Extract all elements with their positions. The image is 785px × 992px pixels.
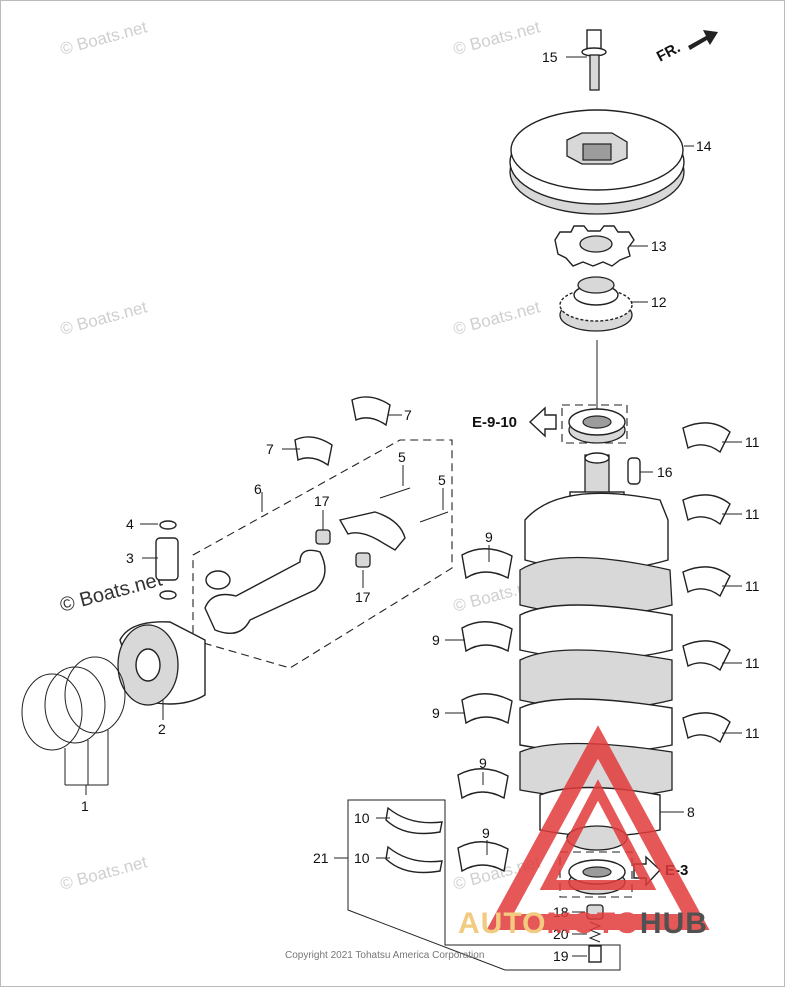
part-2-piston <box>117 621 206 706</box>
front-direction-indicator: FR. <box>654 30 718 66</box>
parts-9-bearings <box>457 548 513 873</box>
callout-9: 9 <box>432 705 440 721</box>
watermark: © Boats.net <box>58 17 149 58</box>
callout-11: 11 <box>745 506 760 522</box>
callout-7: 7 <box>266 441 274 457</box>
parts-3-4-piston-pin <box>155 520 179 600</box>
callout-9: 9 <box>432 632 440 648</box>
watermark-dark: © Boats.net <box>58 568 165 616</box>
callout-12: 12 <box>651 294 667 310</box>
reference-arrow-icon <box>528 406 557 438</box>
watermark: © Boats.net <box>451 297 542 338</box>
part-14-pulley <box>509 109 685 215</box>
callout-15: 15 <box>542 49 558 65</box>
arrow-icon <box>688 30 718 50</box>
part-6-connecting-rod-group <box>192 439 453 669</box>
callout-11: 11 <box>745 578 760 594</box>
parts-1-piston-rings <box>21 656 126 795</box>
callout-21: 21 <box>313 850 329 866</box>
callout-2: 2 <box>158 721 166 737</box>
callout-10: 10 <box>354 850 370 866</box>
watermark: © Boats.net <box>451 17 542 58</box>
callout-5: 5 <box>398 449 406 465</box>
callout-6: 6 <box>254 481 262 497</box>
leader-lines <box>140 56 742 859</box>
callout-17: 17 <box>314 493 330 509</box>
reference-label-upper[interactable]: E-9-10 <box>472 414 517 431</box>
callout-9: 9 <box>485 529 493 545</box>
brand-logo: AUTOMOTOHUB <box>458 725 710 940</box>
callout-16: 16 <box>657 464 673 480</box>
callout-14: 14 <box>696 138 712 154</box>
callout-4: 4 <box>126 516 134 532</box>
front-label: FR. <box>654 39 683 65</box>
upper-oil-seal-group: E-9-10 <box>472 404 628 444</box>
parts-11-main-bearings <box>682 422 731 744</box>
parts-10-21-thrust-washers <box>347 799 621 971</box>
callout-9: 9 <box>482 825 490 841</box>
callout-11: 11 <box>745 434 760 450</box>
part-13-sprocket <box>554 225 635 267</box>
copyright-text: Copyright 2021 Tohatsu America Corporati… <box>285 950 484 961</box>
callout-17: 17 <box>355 589 371 605</box>
watermark: © Boats.net <box>58 852 149 893</box>
callout-7: 7 <box>404 407 412 423</box>
callout-1: 1 <box>81 798 89 814</box>
callout-11: 11 <box>745 655 760 671</box>
callout-3: 3 <box>126 550 134 566</box>
watermark: © Boats.net <box>58 297 149 338</box>
brand-text: AUTOMOTOHUB <box>458 907 708 940</box>
callout-5: 5 <box>438 472 446 488</box>
callout-8: 8 <box>687 804 695 820</box>
callout-11: 11 <box>745 725 760 741</box>
part-12-gear <box>559 276 633 332</box>
callout-9: 9 <box>479 755 487 771</box>
parts-7-rod-bearings <box>294 396 391 467</box>
callout-13: 13 <box>651 238 667 254</box>
part-15-bolt <box>581 29 607 91</box>
part-16-key <box>627 457 653 485</box>
callout-10: 10 <box>354 810 370 826</box>
callout-19: 19 <box>553 948 569 964</box>
